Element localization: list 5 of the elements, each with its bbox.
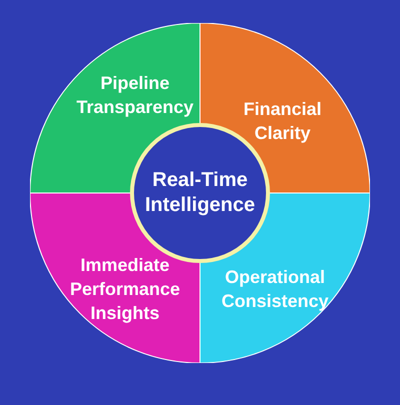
segment-label: Immediate Performance Insights bbox=[68, 254, 182, 325]
segment-label: Financial Clarity bbox=[242, 98, 323, 145]
segment-label: Operational Consistency bbox=[220, 266, 330, 313]
segment-label: Pipeline Transparency bbox=[75, 72, 195, 119]
center-label: Real-Time Intelligence bbox=[144, 168, 256, 218]
